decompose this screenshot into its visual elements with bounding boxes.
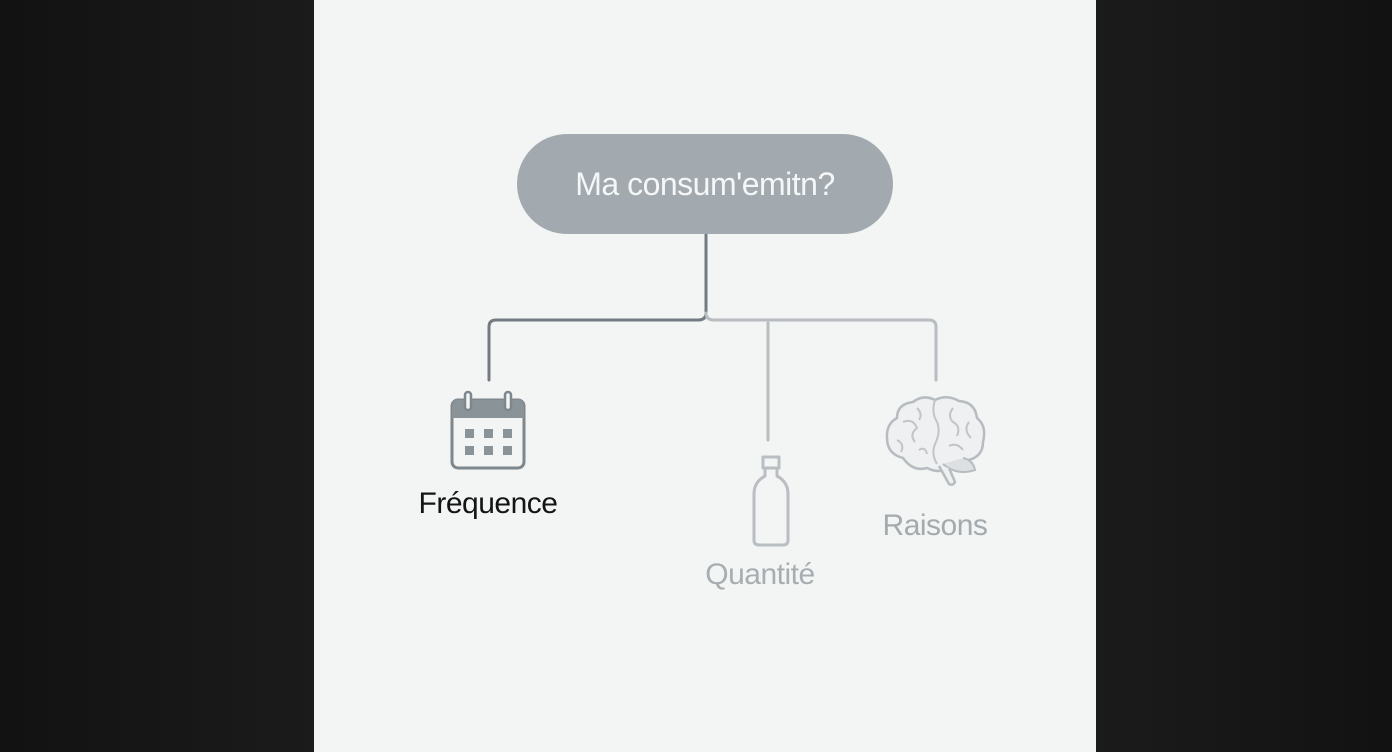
root-node-label: Ma consum'emitn? [575,165,835,202]
branch-label-frequence: Fréquence [418,487,558,520]
calendar-icon [450,390,526,470]
left-dark-margin [0,0,314,752]
branch-label-quantite: Quantité [705,558,815,591]
root-node: Ma consum'emitn? [517,134,893,234]
connector-frequence [487,311,708,382]
diagram-canvas: Ma consum'emitn? Fréquence Quantité Rais… [314,0,1096,752]
bottle-icon [752,455,790,547]
connector-raisons [704,311,938,382]
branch-label-raisons: Raisons [882,509,988,542]
brain-icon [885,396,986,486]
tree-connectors [487,234,938,442]
right-dark-margin [1096,0,1392,752]
